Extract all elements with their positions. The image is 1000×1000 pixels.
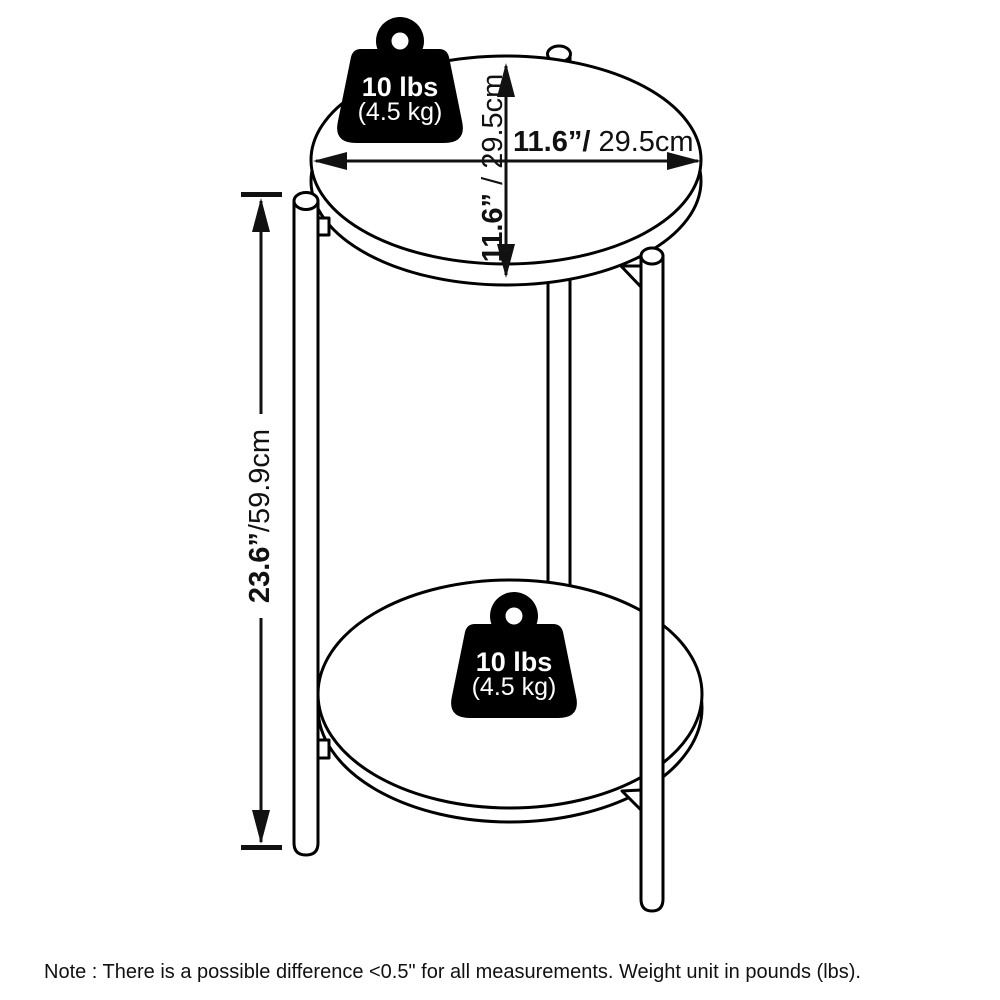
height-label: 23.6”/59.9cm <box>244 429 276 603</box>
front-left-leg <box>292 191 320 857</box>
bottom-weight-pounds: 10 lbs <box>476 647 553 677</box>
top-weight-pounds: 10 lbs <box>362 72 439 102</box>
weight-handle-hole <box>391 32 409 50</box>
height-inches: 23.6” <box>244 532 276 603</box>
top-width-label: 11.6”/ 29.5cm <box>513 126 694 158</box>
arrow-right-icon <box>667 152 701 170</box>
front-right-leg-cap <box>639 246 665 266</box>
height-bottom-tick <box>241 845 282 850</box>
bottom-left-bracket <box>316 738 331 760</box>
weight-body-icon <box>337 49 463 143</box>
front-right-leg <box>639 246 665 913</box>
top-left-bracket <box>316 216 331 237</box>
top-width-dimension: 11.6”/ 29.5cm <box>313 126 701 170</box>
height-dimension: 23.6”/59.9cm <box>241 192 282 850</box>
top-depth-dimension: 11.6” / 29.5cm <box>477 63 515 278</box>
weight-handle-hole <box>505 607 523 625</box>
bottom-weight-kilograms: (4.5 kg) <box>472 673 557 701</box>
bottom-weight-icon: 10 lbs (4.5 kg) <box>451 592 577 718</box>
arrow-down-icon <box>252 810 270 844</box>
top-width-inches: 11.6”/ <box>513 126 590 158</box>
front-right-leg-body <box>639 254 665 913</box>
note-text: Note : There is a possible difference <0… <box>44 961 861 983</box>
top-width-cm: 29.5cm <box>590 126 693 158</box>
front-left-leg-body <box>292 199 320 857</box>
top-depth-cm: / 29.5cm <box>477 74 509 193</box>
arrow-left-icon <box>313 152 347 170</box>
arrow-down-icon <box>497 244 515 278</box>
arrow-up-icon <box>252 198 270 232</box>
arrow-up-icon <box>497 63 515 97</box>
height-cm: /59.9cm <box>244 429 276 532</box>
height-top-tick <box>241 192 282 197</box>
weight-body-icon <box>451 624 577 718</box>
top-weight-kilograms: (4.5 kg) <box>358 98 443 126</box>
top-weight-icon: 10 lbs (4.5 kg) <box>337 17 463 143</box>
top-right-bracket <box>619 264 643 289</box>
top-depth-inches: 11.6” <box>477 193 509 262</box>
top-depth-label: 11.6” / 29.5cm <box>477 74 509 263</box>
front-left-leg-cap <box>292 191 320 211</box>
